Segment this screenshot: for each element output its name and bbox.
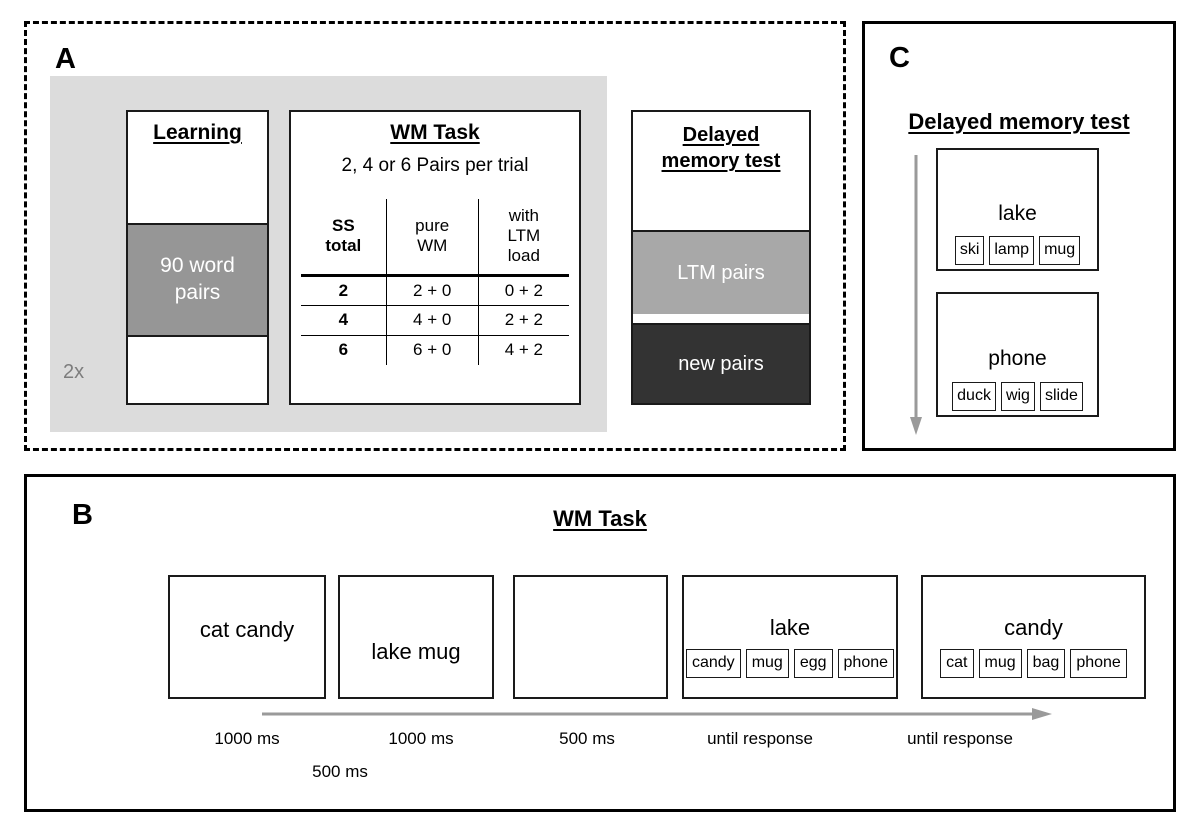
option-box[interactable]: mug [1039,236,1081,265]
trial-frame-probe-1: lake candy mug egg phone [682,575,898,699]
wm-col-header-ltm-load-line2: LTM [507,226,541,246]
delayed-memory-test-title: Delayed memory test [633,122,809,174]
option-box[interactable]: egg [793,649,833,678]
delayed-memory-test-title-line1: Delayed [682,124,760,146]
panel-b-title: WM Task [553,506,647,531]
option-box[interactable]: duck [952,382,996,411]
ltm-pairs-band: LTM pairs [633,230,809,314]
panel-a: A 2x Learning 90 word pairs WM Task 2, 4… [24,21,846,451]
probe-options: cat mug bag phone [923,649,1144,678]
delayed-test-trial: lake ski lamp mug [936,148,1099,271]
wm-task-title: WM Task [390,121,480,144]
learning-gray-label: 90 word pairs [160,253,235,307]
learning-gray-line1: 90 word [160,254,235,278]
learning-gray-line2: pairs [174,281,221,304]
wm-cell-ss: 2 [301,275,387,306]
wm-cell-ltm: 4 + 2 [477,335,569,365]
table-row: 2 2 + 0 0 + 2 [301,275,569,306]
option-box[interactable]: slide [1039,382,1083,411]
option-box[interactable]: phone [1070,649,1127,678]
trial-frame-probe-2: candy cat mug bag phone [921,575,1146,699]
delayed-memory-test-title-line2: memory test [661,150,781,172]
panel-a-letter: A [55,43,77,75]
delayed-test-options: ski lamp mug [938,236,1097,265]
wm-col-header-ss-line1: SS [332,216,355,236]
option-box[interactable]: phone [837,649,895,678]
wm-col-header-ltm-load-line1: with [508,206,539,226]
wm-load-table: SS total pure WM with LTM load [301,199,569,365]
wm-cell-pure: 4 + 0 [385,305,479,336]
trial-frame-encoding-1: cat candy [168,575,326,699]
timing-label: 500 ms [559,729,615,748]
learning-block: Learning 90 word pairs [126,110,269,405]
probe-cue-word: candy [1004,615,1063,640]
delayed-test-cue-word: lake [998,202,1037,225]
timing-label: 1000 ms [388,729,454,748]
wm-col-header-ss-line2: total [325,236,362,256]
wm-task-block: WM Task 2, 4 or 6 Pairs per trial SS tot… [289,110,581,405]
panel-a-repeat-label: 2x [63,361,85,383]
wm-col-header-ss: SS total [301,199,387,277]
delayed-test-trial: phone duck wig slide [936,292,1099,417]
table-row: 4 4 + 0 2 + 2 [301,305,569,336]
probe-options: candy mug egg phone [684,649,896,678]
panel-c-letter: C [889,42,911,74]
wm-table-header-row: SS total pure WM with LTM load [301,199,569,277]
option-box[interactable]: mug [745,649,789,678]
new-pairs-band: new pairs [633,323,809,403]
wm-cell-ltm: 2 + 2 [477,305,569,336]
wm-cell-pure: 6 + 0 [385,335,479,365]
timeline-arrow-icon [262,708,1052,720]
option-box[interactable]: lamp [989,236,1035,265]
wm-col-header-pure-wm-line2: WM [417,236,448,256]
stimulus-word-pair: cat candy [199,617,295,642]
wm-table-body: 2 2 + 0 0 + 2 4 4 + 0 2 + 2 6 6 + 0 4 + … [301,275,569,365]
option-box[interactable]: mug [978,649,1022,678]
trial-frame-blank [513,575,668,699]
wm-cell-ss: 4 [301,305,387,336]
timing-label: until response [907,729,1013,748]
delayed-test-cue-word: phone [988,347,1047,370]
wm-col-header-ltm-load: with LTM load [477,199,569,277]
timing-label: 1000 ms [214,729,280,748]
wm-col-header-ltm-load-line3: load [507,246,540,266]
delayed-test-options: duck wig slide [938,382,1097,411]
wm-cell-pure: 2 + 0 [385,275,479,306]
panel-b-letter: B [72,499,94,531]
learning-title: Learning [153,121,242,144]
ltm-pairs-label: LTM pairs [677,261,765,284]
stimulus-word-pair: lake mug [371,639,461,664]
wm-table-head: SS total pure WM with LTM load [301,199,569,277]
downward-arrow-icon [910,155,922,435]
panel-b: B WM Task cat candy lake mug lake candy … [24,474,1176,812]
wm-task-subtitle: 2, 4 or 6 Pairs per trial [341,155,529,176]
timing-label-isi: 500 ms [312,762,368,781]
panel-c: C Delayed memory test lake ski lamp mug … [862,21,1176,451]
option-box[interactable]: ski [954,236,985,265]
timing-label: until response [707,729,813,748]
option-box[interactable]: bag [1026,649,1066,678]
wm-col-header-pure-wm: pure WM [385,199,479,277]
wm-cell-ltm: 0 + 2 [477,275,569,306]
option-box[interactable]: cat [940,649,974,678]
delayed-memory-test-block: Delayed memory test LTM pairs new pairs [631,110,811,405]
table-row: 6 6 + 0 4 + 2 [301,335,569,365]
wm-col-header-pure-wm-line1: pure [415,216,450,236]
probe-cue-word: lake [769,615,811,640]
option-box[interactable]: wig [1000,382,1035,411]
learning-gray-band: 90 word pairs [128,223,267,337]
wm-cell-ss: 6 [338,340,349,360]
option-box[interactable]: candy [685,649,741,678]
trial-frame-encoding-2: lake mug [338,575,494,699]
panel-c-title: Delayed memory test [908,109,1130,134]
new-pairs-label: new pairs [678,352,764,375]
